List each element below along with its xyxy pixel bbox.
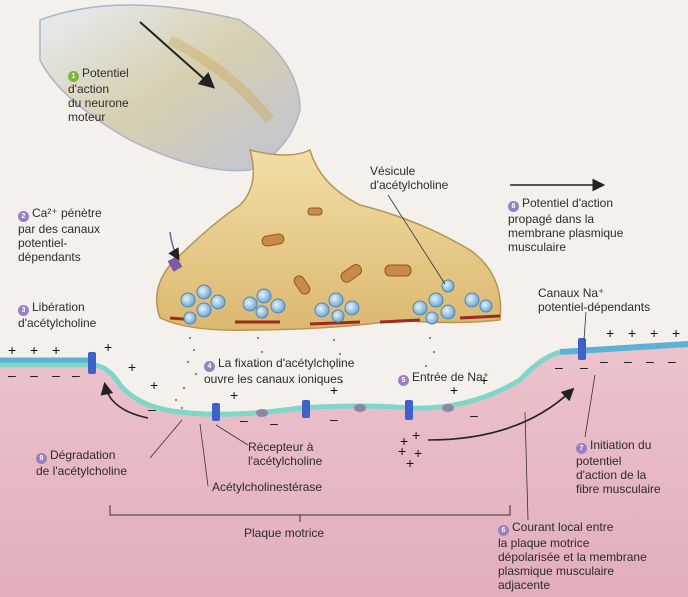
label-text: Initiation du potentiel d'action de la f… bbox=[576, 438, 661, 496]
label-acetylcholinesterase: Acétylcholinestérase bbox=[212, 480, 322, 494]
step-badge-8: 8 bbox=[508, 201, 519, 212]
step-badge-1: 1 bbox=[68, 71, 79, 82]
svg-text:–: – bbox=[148, 401, 156, 417]
label-text: Ca²⁺ pénètre par des canaux potentiel- d… bbox=[18, 206, 102, 264]
acetylcholinesterase-2 bbox=[354, 404, 366, 412]
label-courant-local: 6Courant local entre la plaque motrice d… bbox=[498, 520, 647, 592]
label-degradation-ach: 9Dégradation de l'acétylcholine bbox=[36, 448, 127, 478]
label-canaux-na: Canaux Na⁺ potentiel-dépendants bbox=[538, 286, 650, 314]
svg-text:+: + bbox=[230, 387, 238, 403]
label-initiation-pa: 7Initiation du potentiel d'action de la … bbox=[576, 438, 661, 496]
step-badge-5: 5 bbox=[398, 375, 409, 386]
svg-text:–: – bbox=[240, 412, 248, 428]
label-entree-na: 5Entrée de Na⁺ bbox=[398, 370, 489, 386]
step-badge-7: 7 bbox=[576, 443, 587, 454]
svg-text:+: + bbox=[398, 443, 406, 459]
svg-text:–: – bbox=[624, 353, 632, 369]
step-badge-9: 9 bbox=[36, 453, 47, 464]
svg-text:+: + bbox=[30, 342, 38, 358]
svg-text:–: – bbox=[30, 367, 38, 383]
step-badge-2: 2 bbox=[18, 211, 29, 222]
label-text: Entrée de Na⁺ bbox=[412, 370, 489, 384]
svg-text:–: – bbox=[330, 411, 338, 427]
svg-text:–: – bbox=[555, 359, 563, 375]
svg-text:+: + bbox=[128, 359, 136, 375]
svg-text:+: + bbox=[8, 342, 16, 358]
svg-text:+: + bbox=[650, 325, 658, 341]
svg-text:+: + bbox=[414, 445, 422, 461]
label-text: Libération d'acétylcholine bbox=[18, 300, 96, 330]
svg-text:+: + bbox=[412, 427, 420, 443]
svg-text:+: + bbox=[150, 377, 158, 393]
svg-text:+: + bbox=[606, 325, 614, 341]
step-badge-6: 6 bbox=[498, 525, 509, 536]
svg-text:–: – bbox=[646, 353, 654, 369]
label-potentiel-neurone: 1Potentiel d'action du neurone moteur bbox=[68, 66, 129, 124]
svg-text:+: + bbox=[406, 455, 414, 471]
svg-text:–: – bbox=[580, 359, 588, 375]
label-propagation-pa: 8Potentiel d'action propagé dans la memb… bbox=[508, 196, 623, 254]
svg-text:+: + bbox=[628, 325, 636, 341]
na-channel-right bbox=[578, 338, 586, 360]
step-badge-3: 3 bbox=[18, 305, 29, 316]
acetylcholinesterase-1 bbox=[256, 409, 268, 417]
label-text: La fixation d'acétylcholine ouvre les ca… bbox=[204, 356, 354, 386]
label-fixation-ach: 4La fixation d'acétylcholine ouvre les c… bbox=[204, 356, 354, 386]
label-text: Courant local entre la plaque motrice dé… bbox=[498, 520, 647, 592]
svg-text:+: + bbox=[104, 339, 112, 355]
label-recepteur: Récepteur à l'acétylcholine bbox=[248, 440, 322, 468]
svg-text:–: – bbox=[52, 367, 60, 383]
ach-receptor-3 bbox=[405, 400, 413, 420]
label-text: Dégradation de l'acétylcholine bbox=[36, 448, 127, 478]
svg-text:–: – bbox=[600, 353, 608, 369]
svg-text:–: – bbox=[668, 353, 676, 369]
svg-text:–: – bbox=[470, 407, 478, 423]
label-text: Potentiel d'action propagé dans la membr… bbox=[508, 196, 623, 254]
svg-text:+: + bbox=[672, 325, 680, 341]
label-calcium-entry: 2Ca²⁺ pénètre par des canaux potentiel- … bbox=[18, 206, 102, 264]
label-liberation-ach: 3Libération d'acétylcholine bbox=[18, 300, 96, 330]
ach-receptor-1 bbox=[212, 403, 220, 421]
label-plaque-motrice: Plaque motrice bbox=[244, 526, 324, 540]
svg-text:–: – bbox=[72, 367, 80, 383]
label-vesicule: Vésicule d'acétylcholine bbox=[370, 164, 448, 192]
svg-text:–: – bbox=[8, 367, 16, 383]
svg-text:+: + bbox=[52, 342, 60, 358]
na-channel-left bbox=[88, 352, 96, 374]
svg-text:–: – bbox=[270, 415, 278, 431]
step-badge-4: 4 bbox=[204, 361, 215, 372]
ach-receptor-2 bbox=[302, 400, 310, 418]
